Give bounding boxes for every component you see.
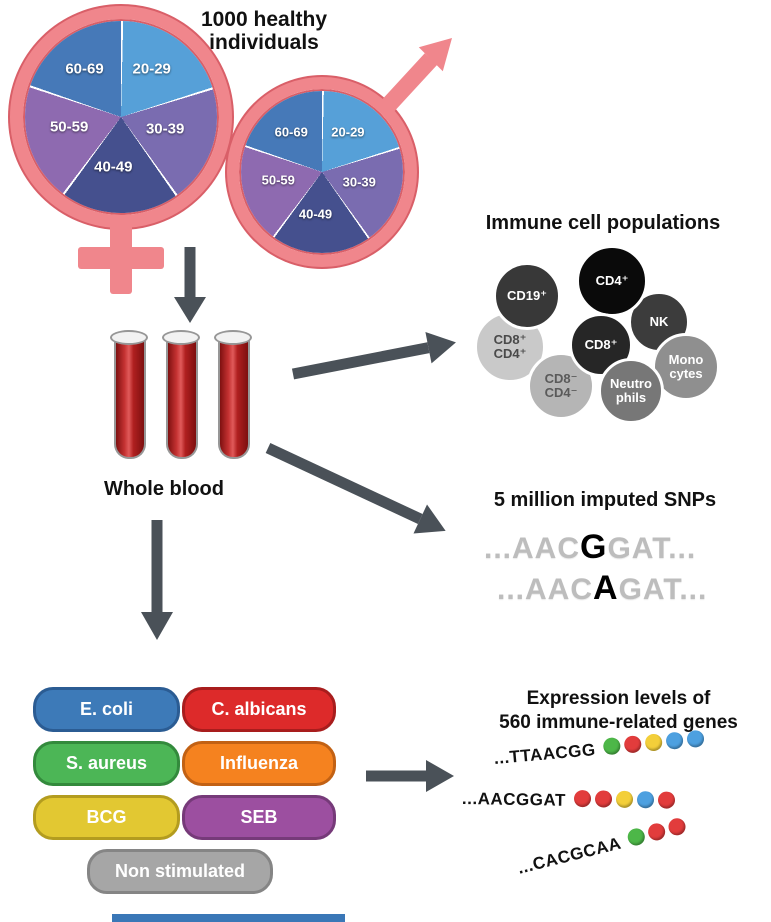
age-pie-male: 20-29 30-39 40-49 50-59 60-69 <box>241 91 403 253</box>
stimulus-saureus: S. aureus <box>33 741 180 786</box>
age-pie-female: 20-29 30-39 40-49 50-59 60-69 <box>25 21 217 213</box>
arrow-blood-to-stimuli <box>141 520 173 640</box>
male-symbol-arrow <box>377 38 452 116</box>
red-bead <box>646 821 667 843</box>
age-slice-label: 60-69 <box>274 124 308 139</box>
tube-rim <box>162 330 200 345</box>
bead-chain <box>570 789 676 814</box>
immune-populations-title: Immune cell populations <box>485 212 721 234</box>
age-slice-label: 60-69 <box>65 60 104 78</box>
gene-sequence: ...TTAACGG <box>493 740 597 768</box>
immune-cell-cluster: CD8⁺ CD4⁺ CD8⁻ CD4⁻ CD19⁺ NK Mono cytes … <box>468 245 748 440</box>
blue-bead <box>665 731 684 750</box>
gene-expression-row: ...AACGGAT <box>461 788 676 814</box>
sequence-context: GAT... <box>618 573 708 606</box>
yellow-bead <box>644 733 663 752</box>
age-slice-label: 50-59 <box>49 118 89 136</box>
red-bead <box>666 816 688 838</box>
age-slice-label: 20-29 <box>132 60 171 78</box>
age-slice-label: 40-49 <box>298 206 333 222</box>
tube-rim <box>110 330 148 345</box>
blue-bead <box>636 791 655 809</box>
gene-expression-row: ...TTAACGG <box>493 729 705 770</box>
tube-body <box>114 337 146 459</box>
snp-sequence-ref: ...AACGGAT... <box>484 528 696 567</box>
age-slice-label: 20-29 <box>331 124 365 139</box>
cell-cd4: CD4⁺ <box>576 245 648 317</box>
stimulus-influenza: Influenza <box>182 741 336 786</box>
blood-tube-icon <box>110 330 148 464</box>
cell-cd19: CD19⁺ <box>493 262 561 330</box>
tube-rim <box>214 330 252 345</box>
snp-allele: A <box>593 569 619 607</box>
red-bead <box>594 790 613 808</box>
yellow-bead <box>615 790 634 808</box>
age-slice-label: 50-59 <box>261 172 295 188</box>
arrow-blood-to-cells <box>291 331 456 380</box>
expression-title: Expression levels of 560 immune-related … <box>499 688 738 733</box>
stimulus-calbicans: C. albicans <box>182 687 336 732</box>
stimulus-bcg: BCG <box>33 795 180 840</box>
snp-sequence-alt: ...AACAGAT... <box>497 569 707 608</box>
arrow-individuals-to-blood <box>174 247 206 323</box>
stimulus-ecoli: E. coli <box>33 687 180 732</box>
arrow-stimuli-to-expression <box>366 760 454 792</box>
gene-sequence: ...CACGCAA <box>515 833 624 878</box>
sequence-context: ...AAC <box>484 532 580 565</box>
green-bead <box>626 826 647 848</box>
footer-bar <box>112 914 345 922</box>
tube-body <box>218 337 250 459</box>
figure-title: 1000 healthy individuals <box>200 8 328 55</box>
cell-neutrophils: Neutro phils <box>598 358 664 424</box>
snp-allele: G <box>580 528 608 566</box>
red-bead <box>573 789 592 808</box>
age-slice-label: 30-39 <box>342 174 376 190</box>
gene-sequence: ...AACGGAT <box>461 789 567 810</box>
green-bead <box>602 736 621 756</box>
sequence-context: ...AAC <box>497 573 593 606</box>
stimulus-nonstimulated: Non stimulated <box>87 849 273 894</box>
bead-chain <box>622 816 688 853</box>
blood-tube-icon <box>214 330 252 464</box>
age-slice-label: 40-49 <box>94 158 133 176</box>
stimulus-seb: SEB <box>182 795 336 840</box>
tube-body <box>166 337 198 459</box>
female-symbol-crossbar <box>78 247 164 269</box>
red-bead <box>657 791 676 809</box>
arrow-blood-to-snps <box>265 443 446 534</box>
snps-title: 5 million imputed SNPs <box>493 489 717 511</box>
sequence-context: GAT... <box>607 532 697 565</box>
blue-bead <box>686 729 705 749</box>
red-bead <box>623 735 642 754</box>
blood-tube-icon <box>162 330 200 464</box>
whole-blood-label: Whole blood <box>104 478 224 500</box>
age-slice-label: 30-39 <box>145 120 185 138</box>
gene-expression-row: ...CACGCAA <box>515 816 688 879</box>
